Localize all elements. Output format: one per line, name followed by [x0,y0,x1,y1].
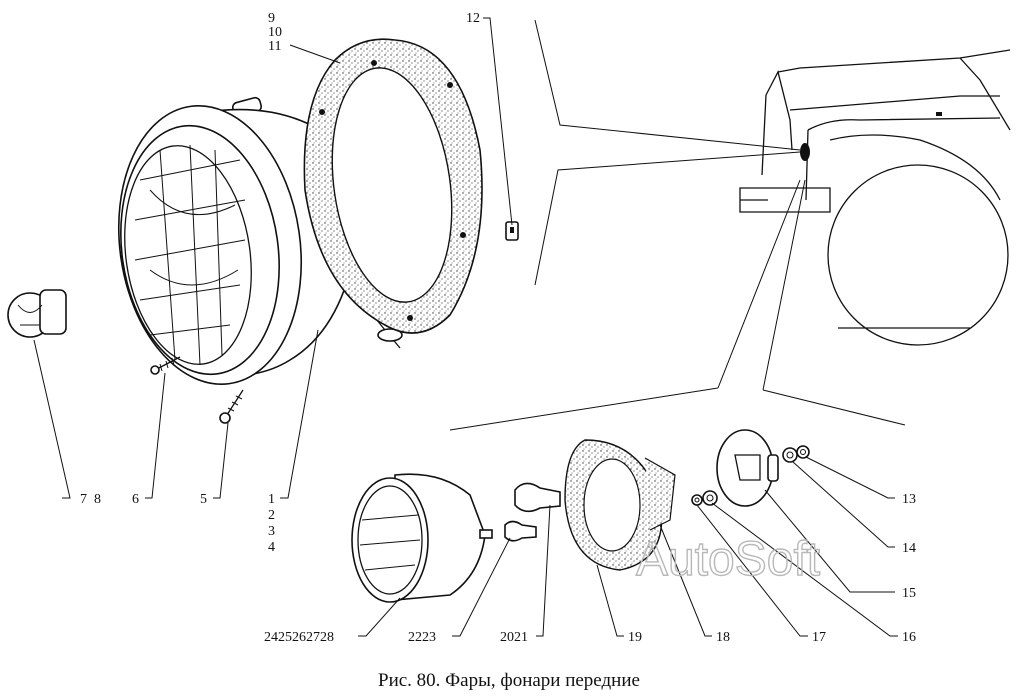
nut-icon [702,490,718,506]
nut-icon [796,445,810,459]
mounting-plate-icon [716,429,779,507]
figure-caption: Рис. 80. Фары, фонари передние [378,670,640,691]
callout-12: 12 [466,11,480,26]
screw-icon [219,389,244,424]
headlamp-gasket-icon [303,38,483,334]
callout-leaders [33,17,898,637]
bulb-icon [7,289,67,338]
callout-labels: 7 8 6 5 1 2 3 4 9 10 11 12 13 14 15 16 1… [80,11,916,645]
washer-icon [782,447,798,463]
callout-3: 3 [268,524,275,539]
sidelamp-gasket-icon [564,439,676,571]
callout-15: 15 [902,586,916,601]
callout-5: 5 [200,492,207,507]
callout-2: 2 [268,508,275,523]
callout-9: 9 [268,11,275,26]
callout-1: 1 [268,492,275,507]
callout-14: 14 [902,541,916,556]
bulb-icon [504,482,561,542]
callout-13: 13 [902,492,916,507]
callout-6: 6 [132,492,139,507]
washer-icon [691,494,703,506]
callout-20-21: 2021 [500,630,528,645]
callout-7-8: 7 8 [80,492,101,507]
screw-icon [150,356,181,375]
callout-11: 11 [268,39,281,54]
callout-19: 19 [628,630,642,645]
callout-16: 16 [902,630,916,645]
callout-4: 4 [268,540,275,555]
callout-22-23: 2223 [408,630,436,645]
front-side-lamp-icon [351,473,493,603]
vehicle-front-icon [739,49,1011,346]
callout-10: 10 [268,25,282,40]
watermark: AutoSoft [636,533,820,586]
callout-18: 18 [716,630,730,645]
callout-24-28: 2425262728 [264,630,334,645]
callout-17: 17 [812,630,826,645]
detail-leader-lines [449,19,906,431]
